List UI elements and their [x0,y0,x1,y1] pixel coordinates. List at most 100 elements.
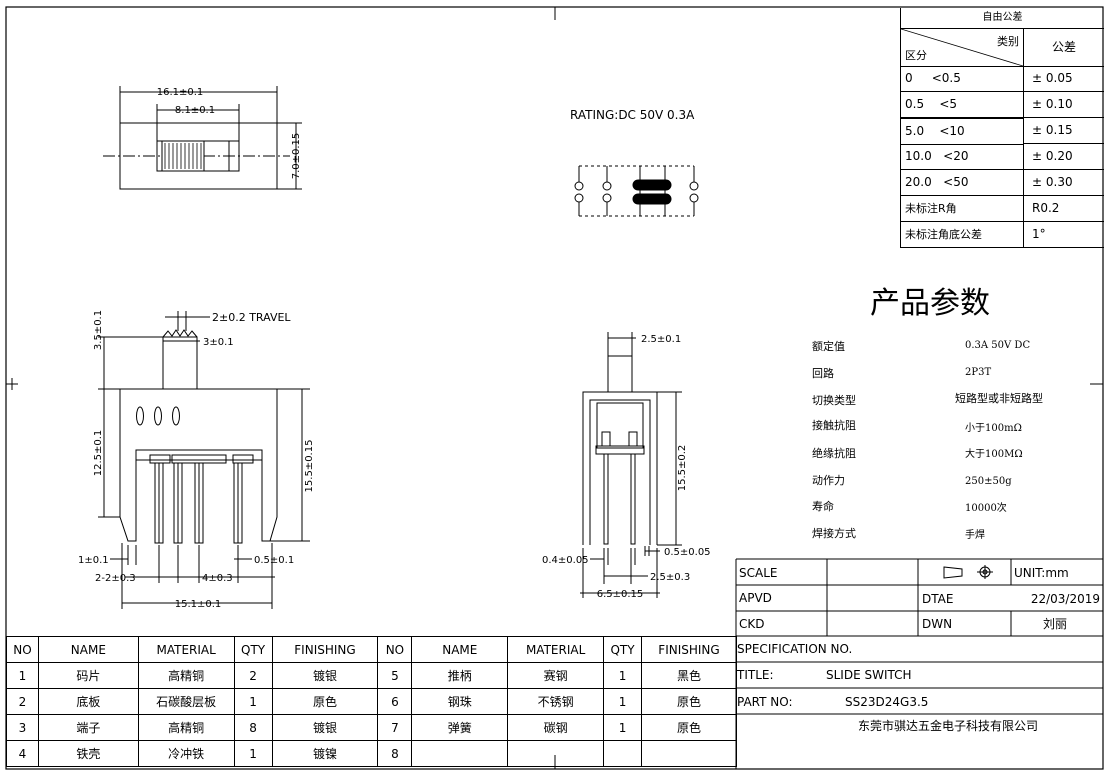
bom-cell: 1 [233,688,273,715]
bom-cell: 1 [233,740,273,767]
bom-cell: 1 [603,688,643,715]
tolerance-value: R0.2 [1023,196,1104,222]
bom-cell: 码片 [37,662,139,689]
param-value: 大于100MΩ [965,447,1023,460]
bom-header-cell: NO [377,636,413,663]
bom-header-cell: FINISHING [271,636,379,663]
tolerance-value: ± 0.10 [1023,92,1104,118]
rating-label: RATING:DC 50V 0.3A [570,108,695,122]
bom-header-cell: FINISHING [641,636,737,663]
bom-header-cell: NAME [411,636,509,663]
dim-side-knob: 2.5±0.1 [641,334,681,345]
dim-body-height: 12.5±0.1 [93,430,104,477]
param-value: 小于100mΩ [965,422,1022,434]
params-list: 额定值 0.3A 50V DC 回路 2P3T 切换类型 短路型或非短路型 接触… [812,339,1043,541]
dim-knob-width: 3±0.1 [203,337,234,348]
header-tolerance: 公差 [1023,29,1104,67]
bom-cell: 原色 [271,688,379,715]
bom-cell: 2 [6,688,39,715]
tolerance-range: 0 <0.5 [900,66,1023,92]
diagonal-line [901,29,1023,66]
dim-top-slider: 8.1±0.1 [175,105,215,116]
bom-cell: 2 [233,662,273,689]
bom-cell: 镀银 [271,662,379,689]
header-category: 类别 [997,35,1019,48]
dim-side-height: 15.5±0.2 [677,445,688,492]
tolerance-value: ± 0.15 [1023,118,1104,144]
bom-cell: 原色 [641,688,737,715]
bom-header-cell: NAME [37,636,139,663]
param-value: 250±50g [965,476,1012,487]
dim-top-width: 16.1±0.1 [157,87,204,98]
front-view [98,311,310,609]
bom-cell: 端子 [37,714,139,741]
tolerance-title: 自由公差 [900,8,1104,29]
bom-cell: 6 [377,688,413,715]
title-block [735,558,1103,769]
bom-cell: 3 [6,714,39,741]
tolerance-value: ± 0.05 [1023,66,1104,92]
title-value: SLIDE SWITCH [826,668,912,682]
scale-label: SCALE [739,566,777,580]
bom-cell: 弹簧 [411,714,509,741]
bom-cell: 高精铜 [137,662,235,689]
dim-side-pin-right: 0.5±0.05 [664,547,711,558]
tolerance-value: ± 0.20 [1023,144,1104,170]
bom-cell: 8 [377,740,413,767]
dim-pin-pitch-left: 2-2±0.3 [95,573,136,584]
bom-cell: 高精铜 [137,714,235,741]
param-value: 2P3T [965,367,991,378]
dim-side-pin-left: 0.4±0.05 [542,555,589,566]
param-value: 短路型或非短路型 [955,391,1043,405]
bom-cell: 铁壳 [37,740,139,767]
param-value: 10000次 [965,501,1007,514]
bom-cell: 1 [603,662,643,689]
dim-side-pitch: 2.5±0.3 [650,572,690,583]
bom-cell: 7 [377,714,413,741]
bom-cell: 5 [377,662,413,689]
param-label: 焊接方式 [812,526,856,540]
bom-cell: 1 [6,662,39,689]
bom-cell: 原色 [641,714,737,741]
bom-cell: 石碳酸层板 [137,688,235,715]
dim-side-width: 6.5±0.15 [597,589,644,600]
bom-cell: 赛钢 [507,662,605,689]
date-value: 22/03/2019 [1031,592,1100,606]
ckd-label: CKD [739,617,765,631]
bom-cell [507,740,605,767]
tolerance-range: 5.0 <10 [900,118,1023,145]
circuit-schematic [574,165,699,217]
dim-travel: 2±0.2 TRAVEL [212,311,291,324]
param-label: 切换类型 [812,393,856,407]
bom-cell: 底板 [37,688,139,715]
bom-cell: 黑色 [641,662,737,689]
part-label: PART NO: [737,695,793,709]
bom-cell: 镀镍 [271,740,379,767]
bom-cell: 推柄 [411,662,509,689]
bom-cell [603,740,643,767]
bom-cell: 4 [6,740,39,767]
tolerance-range: 未标注R角 [900,196,1023,222]
param-label: 绝缘抗阻 [812,446,856,460]
param-value: 手焊 [965,528,985,541]
bom-cell [411,740,509,767]
param-label: 寿命 [812,499,834,513]
tolerance-range: 10.0 <20 [900,144,1023,170]
dim-knob-height: 3.5±0.1 [93,310,104,350]
company-name: 东莞市骐达五金电子科技有限公司 [858,718,1038,733]
bom-cell: 镀银 [271,714,379,741]
tolerance-range: 未标注角底公差 [900,222,1023,248]
dim-pin-width: 0.5±0.1 [254,555,294,566]
bom-cell: 不锈钢 [507,688,605,715]
dim-pin-left: 1±0.1 [78,555,109,566]
dim-base-width: 15.1±0.1 [175,599,222,610]
param-label: 回路 [812,367,834,380]
date-label: DTAE [922,592,953,606]
